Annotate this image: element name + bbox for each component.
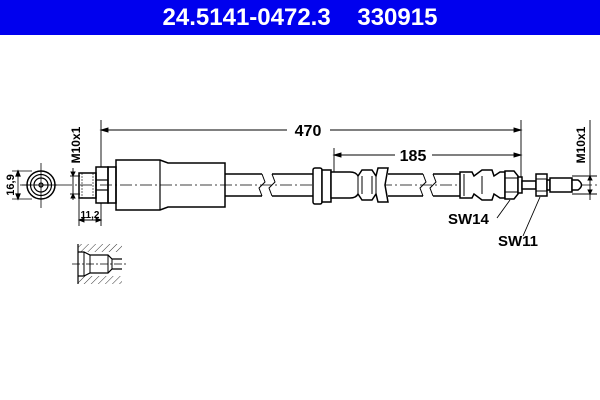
left-thread-dimension: M10x1 [69,126,83,200]
right-fitting [459,169,583,201]
sleeve-length-dimension: 185 [332,148,523,172]
title-bar: 24.5141-0472.3 330915 [0,0,600,35]
left-thread-label: M10x1 [69,126,83,163]
overall-length-label: 470 [295,123,322,140]
end-view: 16,9 [5,163,60,208]
small-nut-label: SW11 [498,233,538,250]
sleeve-length-label: 185 [400,148,427,165]
section-detail [72,244,126,284]
right-thread-label: M10x1 [574,126,588,163]
overall-length-dimension: 470 [99,120,523,177]
right-thread-dimension: M10x1 [572,120,597,200]
hose [225,173,460,197]
fitting-length-label: 11,2 [81,210,100,221]
middle-sleeve [312,167,389,205]
callouts: SW14 SW11 [448,196,541,250]
diameter-label: 16,9 [5,174,17,195]
fitting-length-dimension: 11,2 [77,198,103,226]
left-fitting [78,159,226,211]
hex-nut-label: SW14 [448,211,490,228]
ref-number: 330915 [357,3,438,31]
part-number: 24.5141-0472.3 [162,3,331,31]
